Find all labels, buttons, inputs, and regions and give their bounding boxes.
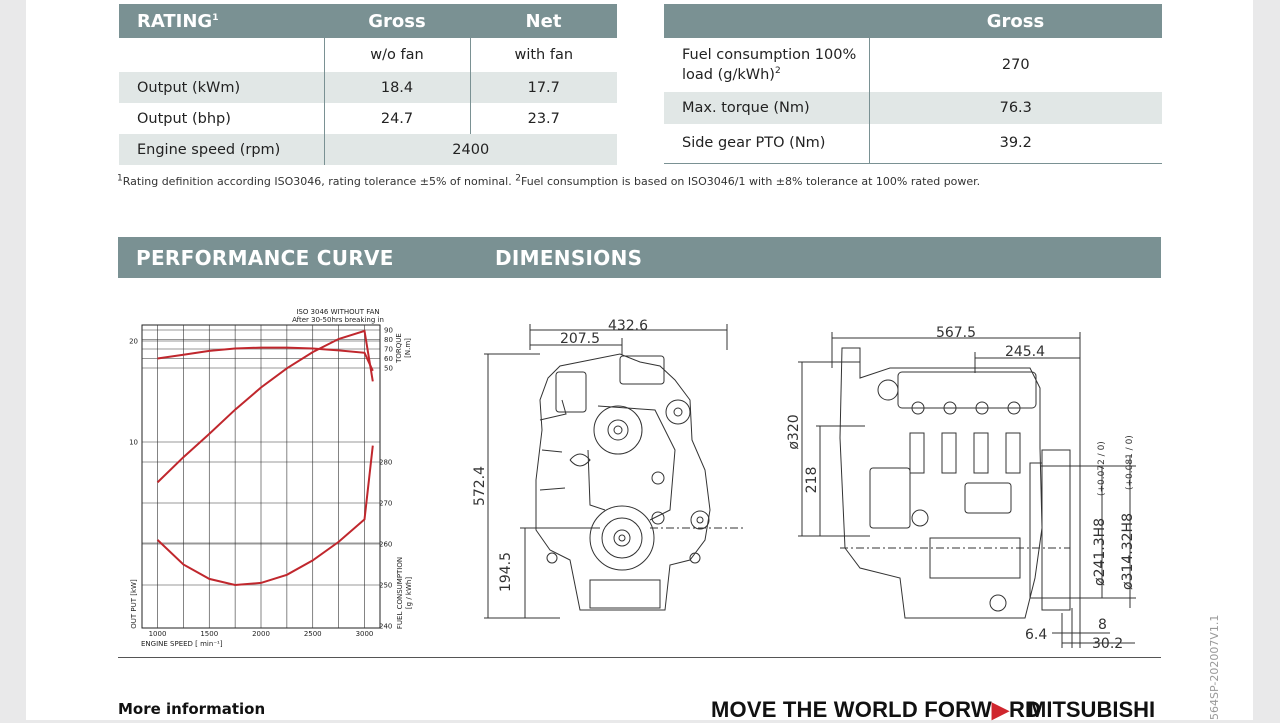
performance-curve-heading: PERFORMANCE CURVE <box>136 246 394 270</box>
dim-side-offset-a: 8 <box>1098 617 1107 633</box>
fuel-consumption-curve <box>156 445 374 587</box>
torque-tick-label: 60 <box>384 355 393 363</box>
rating-sub-net: with fan <box>469 38 617 72</box>
rating-row-label: Output (kWm) <box>137 79 241 96</box>
x-axis-label: ENGINE SPEED [ min⁻¹] <box>141 640 223 648</box>
rating-sub-gross: w/o fan <box>323 38 470 72</box>
gross-row-label: Side gear PTO (Nm) <box>682 135 826 152</box>
torque-axis-label: TORQUE <box>395 333 403 364</box>
dim-front-width-total: 432.6 <box>608 318 648 334</box>
rating-col-gross: Gross <box>368 10 426 32</box>
fuel-tick-label: 250 <box>379 582 392 590</box>
section-banner: PERFORMANCE CURVE DIMENSIONS <box>118 237 1161 278</box>
dim-side-bore-large: ø314.32H8 <box>1120 513 1136 590</box>
document-id: 564SP-202007V1.1 <box>1208 614 1221 720</box>
dim-side-length-total: 567.5 <box>936 325 976 341</box>
output-tick-label: 10 <box>129 439 138 447</box>
engine-side-view: 567.5 245.4 ø320 218 ø241.3H8 (+0.072 / … <box>786 325 1136 652</box>
rating-row-label: Output (bhp) <box>137 110 231 127</box>
dim-side-bore-large-tol: (+0.081 / 0) <box>1125 435 1135 490</box>
dim-side-offset-b: 6.4 <box>1025 627 1047 643</box>
dim-front-width-half: 207.5 <box>560 331 600 347</box>
rating-title: RATING1 <box>137 10 219 32</box>
chart-title: ISO 3046 WITHOUT FAN <box>296 308 379 316</box>
fuel-axis-unit: [g / kWh] <box>405 577 413 609</box>
gross-col-header: Gross <box>986 10 1045 32</box>
chart-subtitle: After 30-50hrs breaking in <box>292 316 384 324</box>
fuel-tick-label: 260 <box>379 541 392 549</box>
footer-divider <box>118 657 1161 658</box>
torque-tick-label: 50 <box>384 365 393 373</box>
more-information-link[interactable]: More information <box>118 700 266 718</box>
x-tick-label: 2500 <box>304 630 322 638</box>
fuel-tick-label: 280 <box>379 459 392 467</box>
brand-slogan: MOVE THE WORLD FORW▶RD <box>711 697 1042 722</box>
footnote: 1Rating definition according ISO3046, ra… <box>117 173 981 188</box>
fuel-tick-label: 270 <box>379 500 392 508</box>
engine-front-view: 432.6 207.5 572.4 194.5 <box>472 318 745 619</box>
output-tick-label: 20 <box>129 338 138 346</box>
dim-side-bore-small-tol: (+0.072 / 0) <box>1097 441 1107 496</box>
slogan-arrow-icon: ▶ <box>991 697 1009 722</box>
torque-tick-label: 90 <box>384 327 393 335</box>
gross-row-value: 39.2 <box>868 124 1162 163</box>
rating-row-gross: 24.7 <box>323 103 470 134</box>
dim-side-offset-c: 30.2 <box>1092 636 1123 652</box>
dim-side-flywheel-h: 218 <box>804 467 820 494</box>
torque-tick-label: 70 <box>384 346 393 354</box>
output-axis-label: OUT PUT [kW] <box>130 579 138 629</box>
gross-row-label: Fuel consumption 100%load (g/kWh)2 <box>682 47 857 83</box>
rating-row-net: 23.7 <box>469 103 617 134</box>
x-tick-label: 2000 <box>252 630 270 638</box>
gross-table: Gross Fuel consumption 100%load (g/kWh)2… <box>664 4 1162 164</box>
rating-speed-label: Engine speed (rpm) <box>137 141 281 158</box>
rating-row-gross: 18.4 <box>323 72 470 103</box>
fuel-tick-label: 240 <box>379 623 392 631</box>
rating-speed-value: 2400 <box>323 134 617 165</box>
torque-curve <box>157 346 374 372</box>
output-curve <box>156 329 374 484</box>
x-tick-label: 1000 <box>149 630 167 638</box>
gross-row-value: 270 <box>868 38 1162 92</box>
x-tick-label: 3000 <box>356 630 374 638</box>
dim-side-flywheel-d: ø320 <box>786 414 802 449</box>
dimensions-heading: DIMENSIONS <box>495 246 643 270</box>
gross-row-value: 76.3 <box>868 92 1162 124</box>
dim-side-bore-small: ø241.3H8 <box>1092 518 1108 586</box>
x-tick-label: 1500 <box>200 630 218 638</box>
torque-axis-unit: [N.m] <box>404 338 412 358</box>
dim-side-length-part: 245.4 <box>1005 344 1045 360</box>
fuel-axis-label: FUEL CONSUMPTION <box>396 557 404 629</box>
brand-logo: MITSUBISHI <box>1028 697 1156 722</box>
rating-col-net: Net <box>525 10 562 32</box>
dim-front-height-crank: 194.5 <box>498 552 514 592</box>
torque-tick-label: 80 <box>384 336 393 344</box>
gross-row-label: Max. torque (Nm) <box>682 100 810 116</box>
dim-front-height-total: 572.4 <box>472 466 488 506</box>
rating-row-net: 17.7 <box>469 72 617 103</box>
rating-table: RATING1 Gross Net w/o fan with fan Outpu… <box>119 4 617 165</box>
